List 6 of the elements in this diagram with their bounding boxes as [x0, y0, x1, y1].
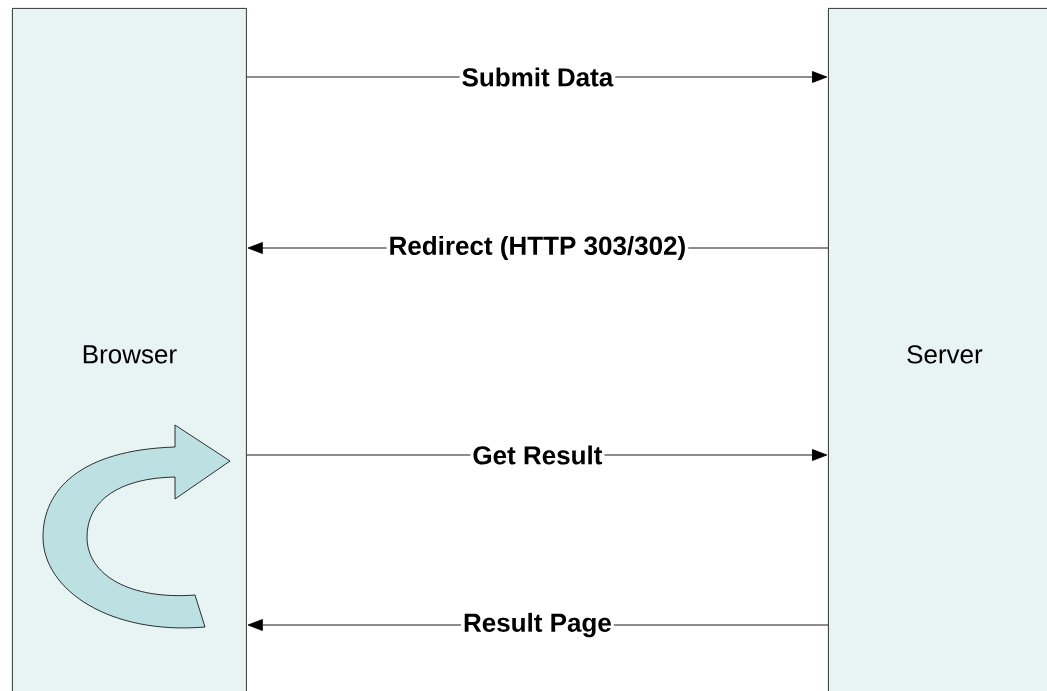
edge-label: Submit Data: [462, 67, 614, 87]
band-box: Server: [828, 8, 1047, 691]
edge-label: Get Result: [473, 445, 603, 465]
edge-label: Result Page: [464, 612, 611, 638]
band-box: Browser: [12, 8, 247, 691]
edge-label: Redirect (HTTP 303/302): [390, 235, 685, 261]
